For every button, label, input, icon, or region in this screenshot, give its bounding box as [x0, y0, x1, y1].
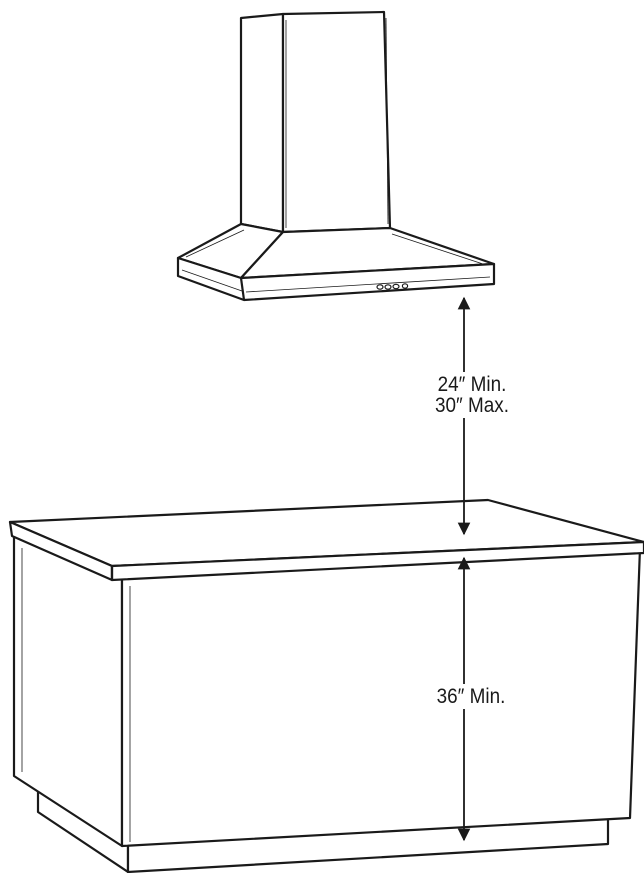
button-4	[401, 283, 409, 289]
hood-canopy	[176, 222, 496, 280]
hood-clearance-max-text: 30″ Max.	[435, 394, 509, 417]
range-hood	[176, 10, 496, 302]
button-2	[384, 284, 392, 290]
hood-clearance-label: 24″ Min. 30″ Max.	[412, 372, 532, 418]
kitchen-island	[8, 498, 644, 873]
island-cabinet	[12, 534, 642, 848]
hood-front-band	[176, 256, 496, 302]
hood-chimney	[239, 10, 392, 234]
hood-control-buttons	[376, 283, 409, 290]
button-3	[392, 283, 400, 290]
hood-clearance-min-text: 24″ Min.	[437, 373, 507, 396]
countertop-height-label: 36″ Min.	[408, 684, 534, 709]
button-1	[376, 284, 384, 290]
countertop-height-min-text: 36″ Min.	[436, 685, 506, 708]
island-countertop	[8, 498, 644, 582]
